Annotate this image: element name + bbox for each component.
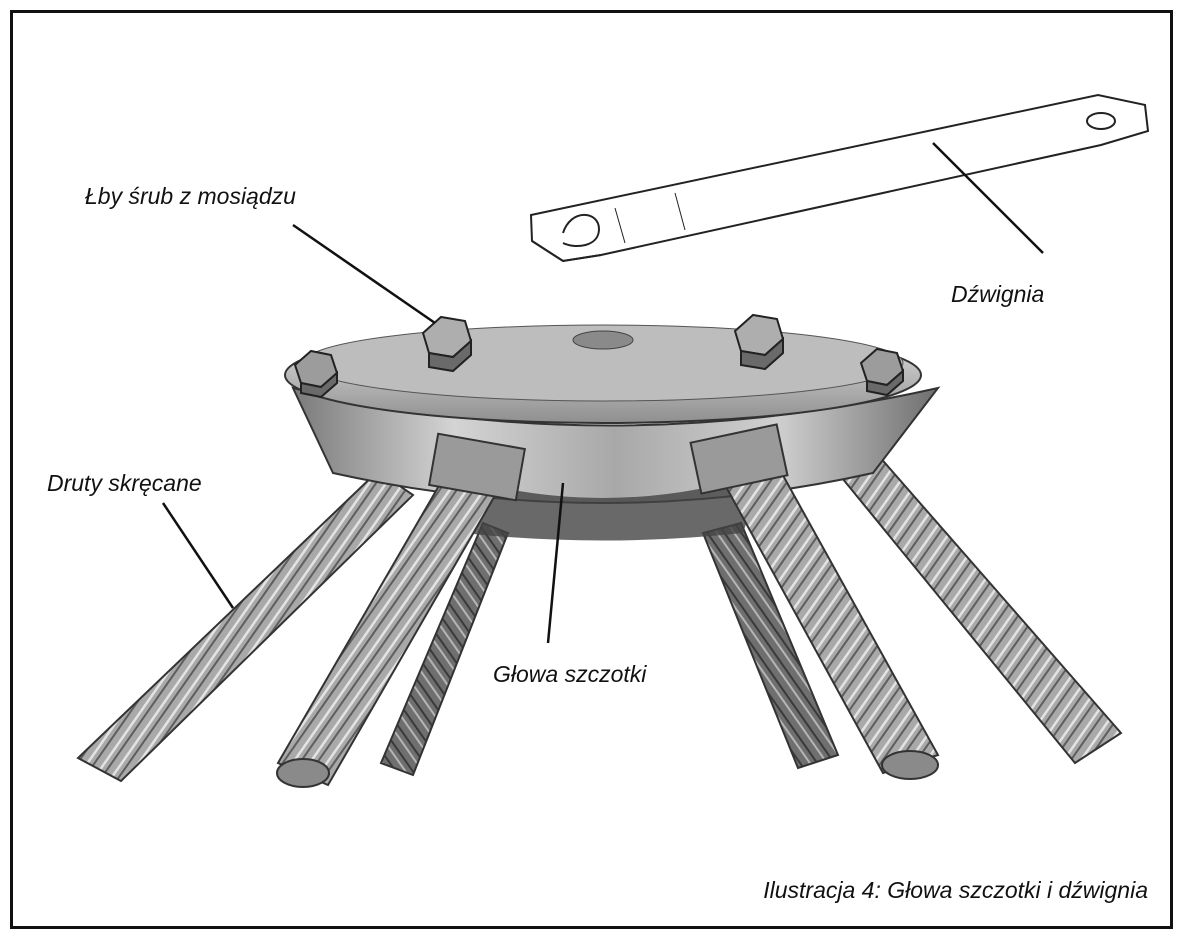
leader-brush-head: [546, 482, 565, 644]
figure-caption: Ilustracja 4: Głowa szczotki i dźwignia: [763, 877, 1148, 903]
front-ropes: [276, 423, 940, 788]
label-bolt-heads: Łby śrub z mosiądzu: [85, 183, 296, 209]
label-brush-head: Głowa szczotki: [493, 661, 647, 687]
lever-drawing: [529, 93, 1150, 263]
leader-lines: [161, 142, 1044, 644]
leader-bolt-heads: [292, 223, 436, 325]
bolt-heads: [293, 313, 905, 399]
leader-twisted-wires: [161, 502, 235, 609]
bolt-3: [733, 313, 785, 371]
bolt-2: [421, 315, 473, 373]
leader-lever: [932, 142, 1044, 254]
label-lever: Dźwignia: [951, 281, 1045, 307]
brush-head-illustration: [76, 93, 1150, 788]
figure-frame: Łby śrub z mosiądzu Dźwignia Druty skręc…: [10, 10, 1173, 929]
bolt-1: [293, 349, 339, 399]
label-twisted-wires: Druty skręcane: [47, 470, 202, 496]
bolt-4: [859, 347, 905, 397]
